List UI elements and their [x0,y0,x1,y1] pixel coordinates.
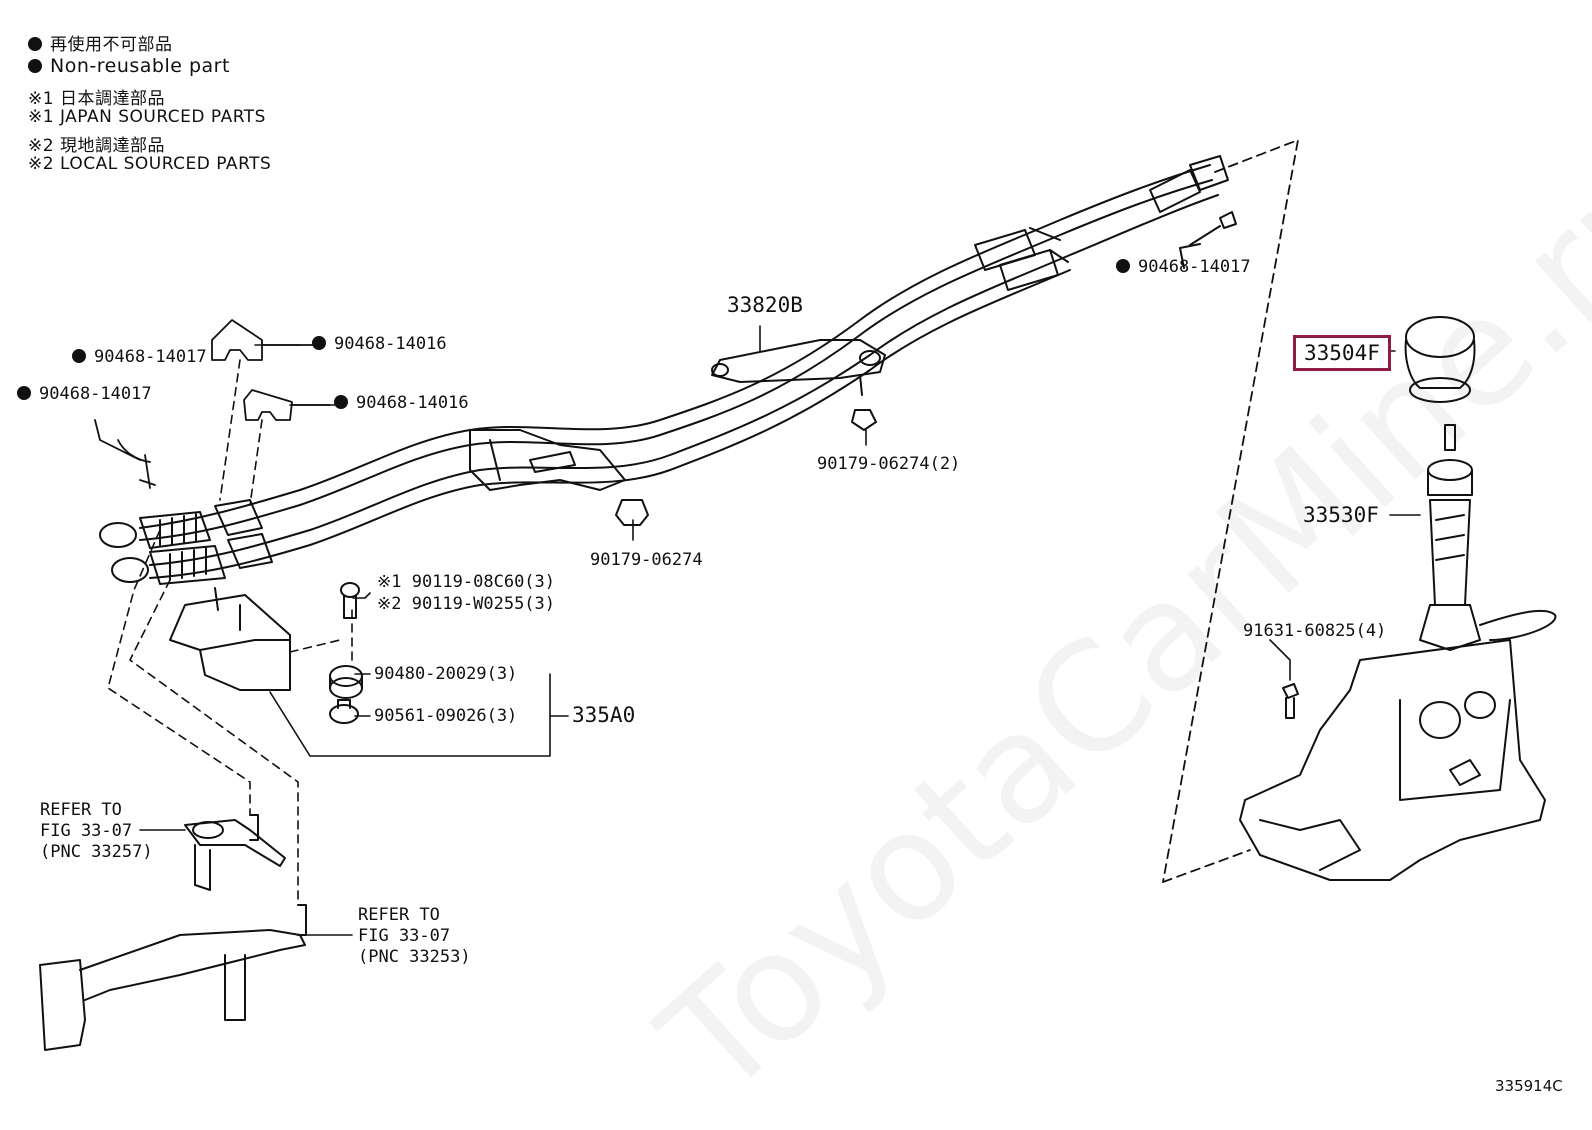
part-label-90179-06274[interactable]: 90179-06274 [590,550,703,570]
part-label-90480-20029[interactable]: 90480-20029(3) [374,664,518,684]
bullet-icon [28,37,42,51]
part-label-90561-09026[interactable]: 90561-09026(3) [374,706,518,726]
reference-note-33257: REFER TO FIG 33-07 (PNC 33257) [40,800,153,863]
ref-line: FIG 33-07 [40,821,133,841]
ref-line: REFER TO [358,905,440,925]
cable-end-upper [974,155,1237,291]
shift-lever-lower [39,814,307,1051]
shift-lever-assembly [1239,424,1557,881]
cable-bracket-lower [169,587,291,691]
part-label-90468-14017-top[interactable]: 90468-14017 [1116,257,1251,277]
part-label-335a0[interactable]: 335A0 [572,703,636,727]
part-label-90468-14017-a[interactable]: 90468-14017 [72,347,207,367]
diagram-drawing [39,139,1557,1051]
reference-note-33253: REFER TO FIG 33-07 (PNC 33253) [358,905,471,968]
non-reusable-icon [1116,259,1130,273]
part-label-90468-14016-a[interactable]: 90468-14016 [312,334,447,354]
cable-bracket-mid [469,429,626,491]
non-reusable-icon [312,336,326,350]
cable-bracket-upper [711,339,886,396]
fasteners [329,409,1299,724]
legend-line-5: ※2 現地調達部品 [28,136,165,156]
legend-line-4: ※1 JAPAN SOURCED PARTS [28,107,266,127]
ref-line: (PNC 33257) [40,842,153,862]
ref-line: REFER TO [40,800,122,820]
shift-cable [139,164,1219,579]
bullet-icon [28,59,42,73]
legend-line-2: Non-reusable part [28,55,230,77]
diagram-code: 335914C [1495,1077,1563,1095]
parts-diagram: ToyotaCarMine.ru [17,30,1592,1130]
dashed-boundary [1162,139,1299,883]
part-label-90468-14017-b[interactable]: 90468-14017 [17,384,152,404]
part-label-33530f[interactable]: 33530F [1303,503,1379,527]
ref-line: FIG 33-07 [358,926,451,946]
legend-line-6: ※2 LOCAL SOURCED PARTS [28,154,272,174]
legend-line-3: ※1 日本調達部品 [28,89,165,109]
legend-line-1: 再使用不可部品 [28,30,173,55]
part-label-91631-60825[interactable]: 91631-60825(4) [1243,621,1387,641]
leader-lines [139,325,1421,936]
non-reusable-icon [17,386,31,400]
part-label-90179-06274-2[interactable]: 90179-06274(2) [817,454,961,474]
shift-knob [1404,316,1476,403]
dashed-connectors [107,359,353,906]
part-label-33504f-highlighted[interactable]: 33504F [1293,335,1391,371]
part-label-90119-08c60[interactable]: ※1 90119-08C60(3) [377,572,556,592]
non-reusable-icon [72,349,86,363]
cable-end-left [99,499,273,585]
ref-line: (PNC 33253) [358,947,471,967]
part-label-90119-w0255[interactable]: ※2 90119-W0255(3) [377,594,556,614]
part-label-33820b[interactable]: 33820B [727,293,803,317]
part-label-90468-14016-b[interactable]: 90468-14016 [334,393,469,413]
non-reusable-icon [334,395,348,409]
